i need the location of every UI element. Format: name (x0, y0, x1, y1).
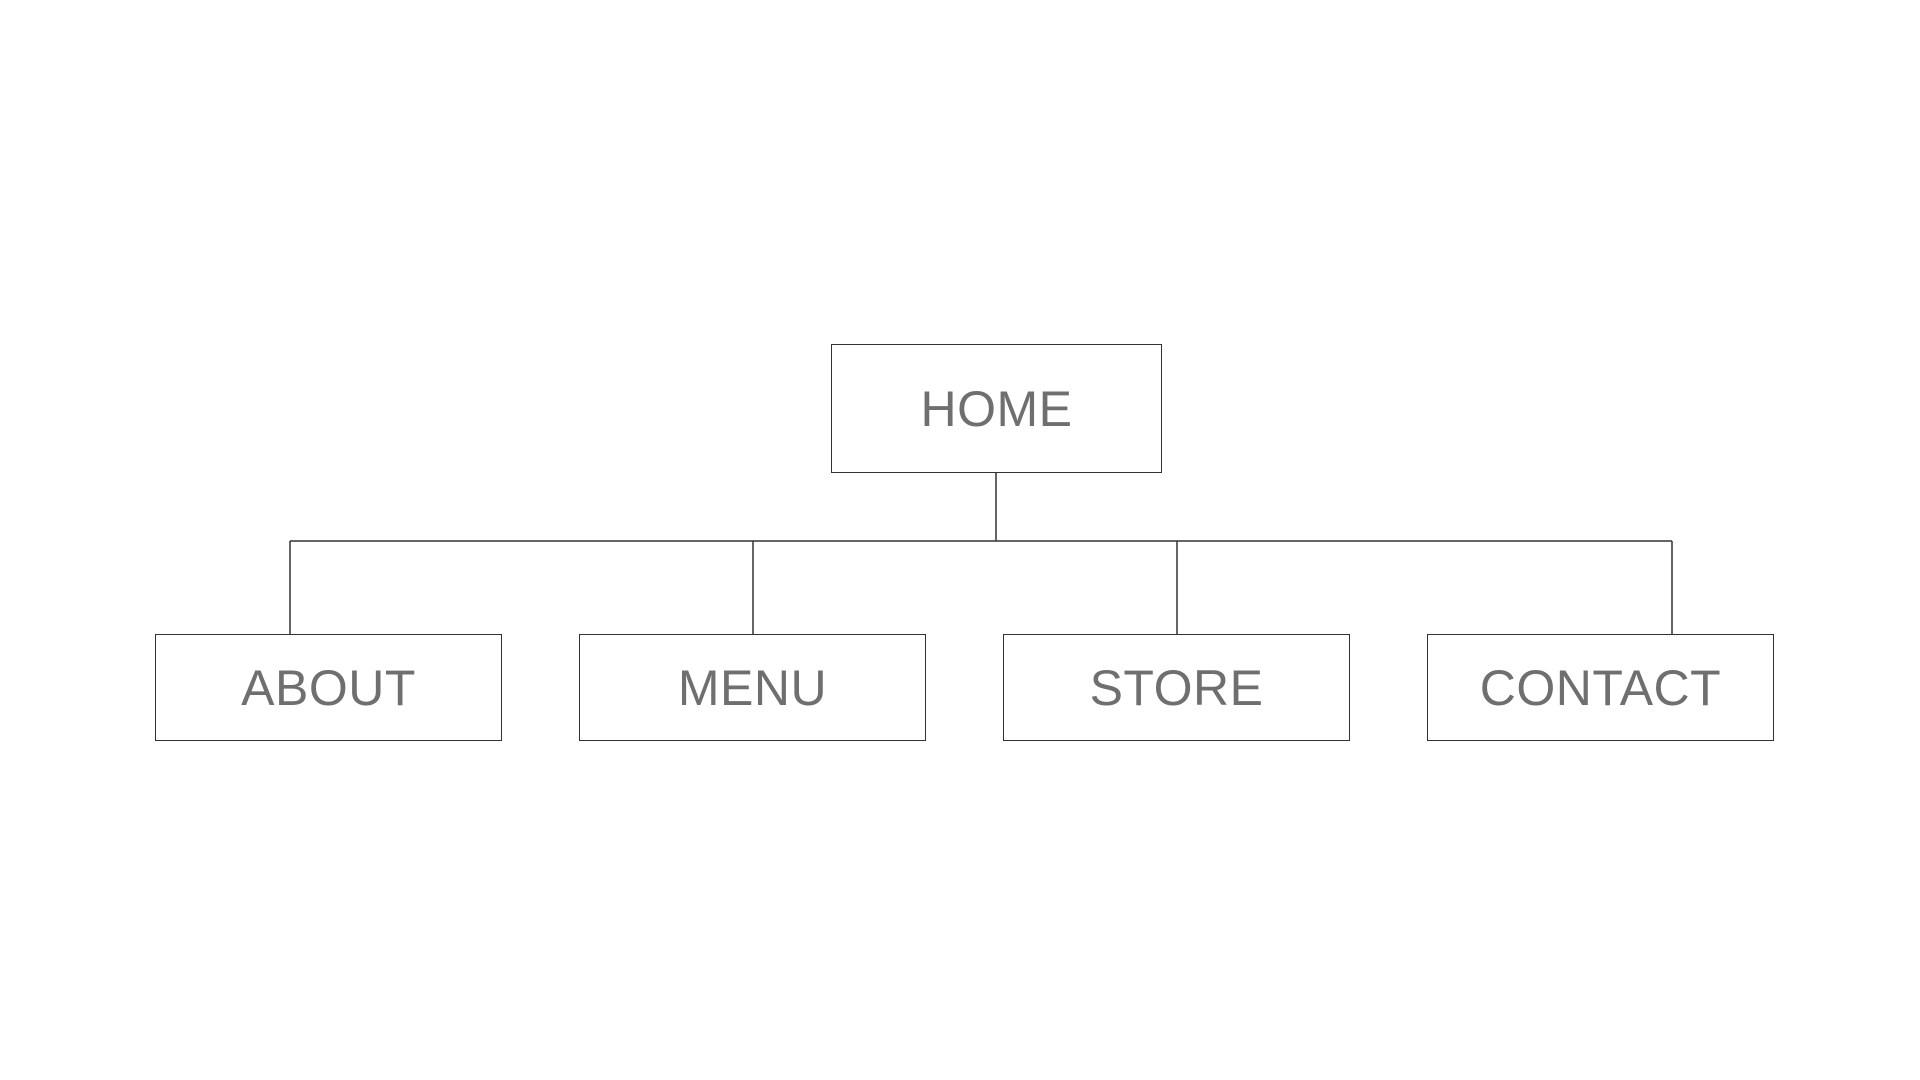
node-contact-label: CONTACT (1479, 659, 1722, 716)
node-home: HOME (831, 344, 1162, 473)
node-menu-label: MENU (677, 659, 828, 716)
node-home-label: HOME (920, 380, 1073, 437)
node-contact: CONTACT (1427, 634, 1774, 741)
node-store-label: STORE (1089, 659, 1264, 716)
node-about-label: ABOUT (241, 659, 416, 716)
node-store: STORE (1003, 634, 1350, 741)
node-menu: MENU (579, 634, 926, 741)
node-about: ABOUT (155, 634, 502, 741)
